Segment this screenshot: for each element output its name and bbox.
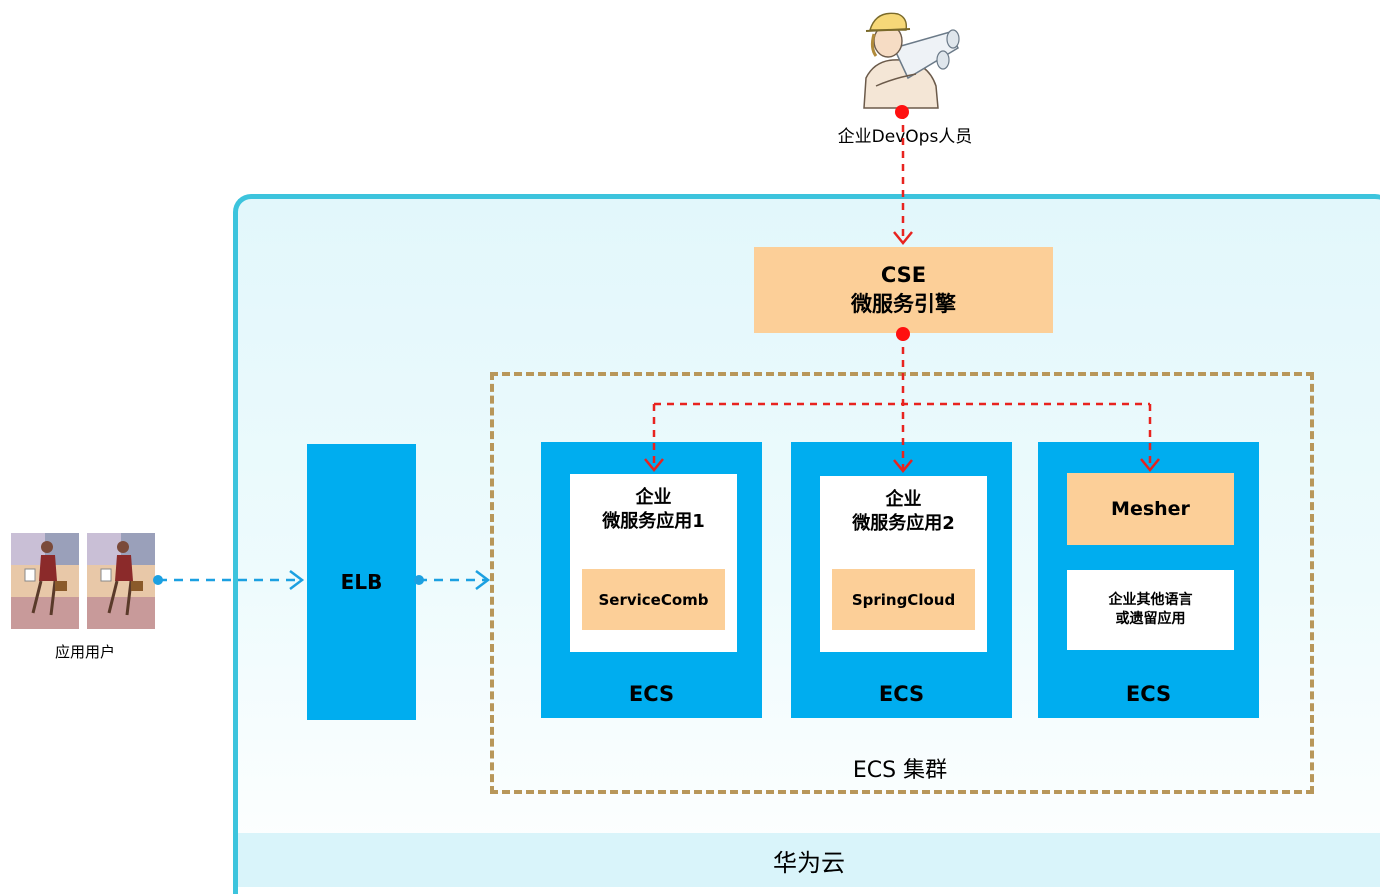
ecs-2-label: ECS	[878, 682, 925, 706]
devops-label: 企业DevOps人员	[837, 127, 973, 147]
legacy-app-box: 企业其他语言 或遗留应用	[1067, 570, 1234, 650]
ecs-node-1: 企业 微服务应用1 ServiceComb ECS	[541, 442, 762, 718]
app-2-title: 企业 微服务应用2	[820, 488, 987, 536]
cse-title: CSE	[880, 263, 927, 287]
legacy-line2: 或遗留应用	[1115, 611, 1186, 627]
elb-box: ELB	[307, 444, 416, 720]
devops-connection-dot	[895, 105, 909, 119]
ecs-node-3: Mesher 企业其他语言 或遗留应用 ECS	[1038, 442, 1259, 718]
ecs-node-2: 企业 微服务应用2 SpringCloud ECS	[791, 442, 1012, 718]
cse-subtitle: 微服务引擎	[851, 292, 956, 316]
ecs-3-label: ECS	[1125, 682, 1172, 706]
app-1-title-line1: 企业	[635, 487, 672, 508]
app-1-title-line2: 微服务应用1	[602, 511, 705, 532]
ecs-1-label: ECS	[628, 682, 675, 706]
traffic-arrowheads	[289, 570, 491, 590]
app-2-title-line1: 企业	[885, 489, 922, 510]
cloud-label: 华为云	[238, 833, 1380, 887]
springcloud-framework: SpringCloud	[832, 569, 975, 630]
cse-connection-dot	[896, 327, 910, 341]
elb-label: ELB	[340, 570, 383, 594]
app-2-title-line2: 微服务应用2	[852, 513, 955, 534]
app-1-title: 企业 微服务应用1	[570, 486, 737, 534]
microservice-app-2: 企业 微服务应用2 SpringCloud	[820, 476, 987, 652]
servicecomb-framework: ServiceComb	[582, 569, 725, 630]
legacy-line1: 企业其他语言	[1108, 592, 1193, 608]
control-arrowheads	[644, 231, 1160, 473]
cse-engine-box: CSE 微服务引擎	[754, 247, 1053, 333]
elb-connection-dot	[414, 575, 424, 585]
devops-engineer-icon	[863, 12, 960, 109]
app-user-label: 应用用户	[54, 643, 115, 661]
microservice-app-1: 企业 微服务应用1 ServiceComb	[570, 474, 737, 652]
mesher-box: Mesher	[1067, 473, 1234, 545]
ecs-cluster-label: ECS 集群	[852, 758, 948, 783]
user-connection-dot	[153, 575, 163, 585]
app-user-icon	[11, 533, 155, 629]
